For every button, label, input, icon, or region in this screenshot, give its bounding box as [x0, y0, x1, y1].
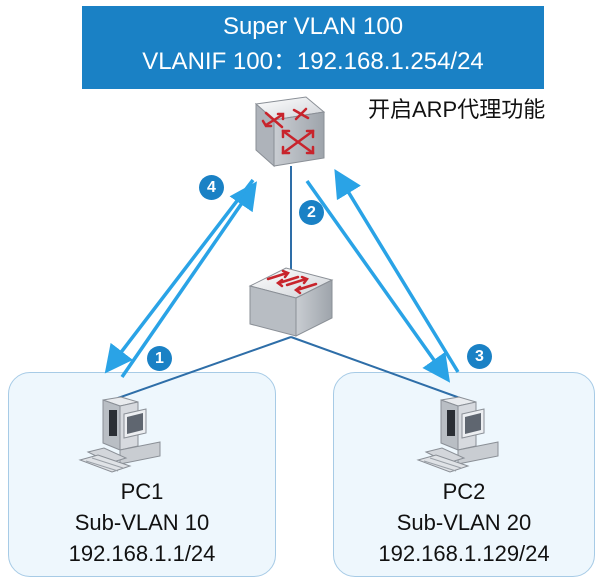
step-badge-4: 4	[199, 175, 224, 200]
router-icon	[254, 96, 326, 168]
step-badge-1: 1	[147, 346, 172, 371]
step-badge-2: 2	[299, 200, 324, 225]
pc2-name: PC2	[442, 479, 486, 504]
switch-icon	[248, 267, 334, 337]
step-badge-3: 3	[467, 344, 492, 369]
pc2-labels: PC2 Sub-VLAN 20 192.168.1.129/24	[333, 476, 595, 569]
packet-flow-arrows	[104, 169, 460, 383]
pc1-name: PC1	[120, 479, 164, 504]
pc1-ip: 192.168.1.1/24	[68, 541, 216, 566]
pc2-ip: 192.168.1.129/24	[378, 541, 550, 566]
super-vlan-title: Super VLAN 100	[222, 13, 404, 40]
pc2-icon	[416, 396, 499, 473]
super-vlan-banner: Super VLAN 100 VLANIF 100：192.168.1.254/…	[82, 6, 544, 89]
pc1-labels: PC1 Sub-VLAN 10 192.168.1.1/24	[8, 476, 276, 569]
switch-pc2-link	[290, 336, 461, 399]
arrow-step-1	[120, 181, 257, 378]
switch-pc1-link	[117, 336, 292, 399]
network-links	[117, 166, 461, 399]
arp-proxy-note: 开启ARP代理功能	[368, 97, 546, 122]
pc1-vlan: Sub-VLAN 10	[74, 510, 210, 535]
arrow-step-4	[104, 178, 255, 374]
pc2-vlan: Sub-VLAN 20	[396, 510, 532, 535]
vlanif-address: VLANIF 100：192.168.1.254/24	[142, 48, 484, 75]
arrow-step-2	[305, 179, 451, 383]
sub-vlan-10-area	[8, 372, 276, 577]
arrow-step-3	[334, 169, 460, 373]
pc1-icon	[78, 396, 161, 473]
